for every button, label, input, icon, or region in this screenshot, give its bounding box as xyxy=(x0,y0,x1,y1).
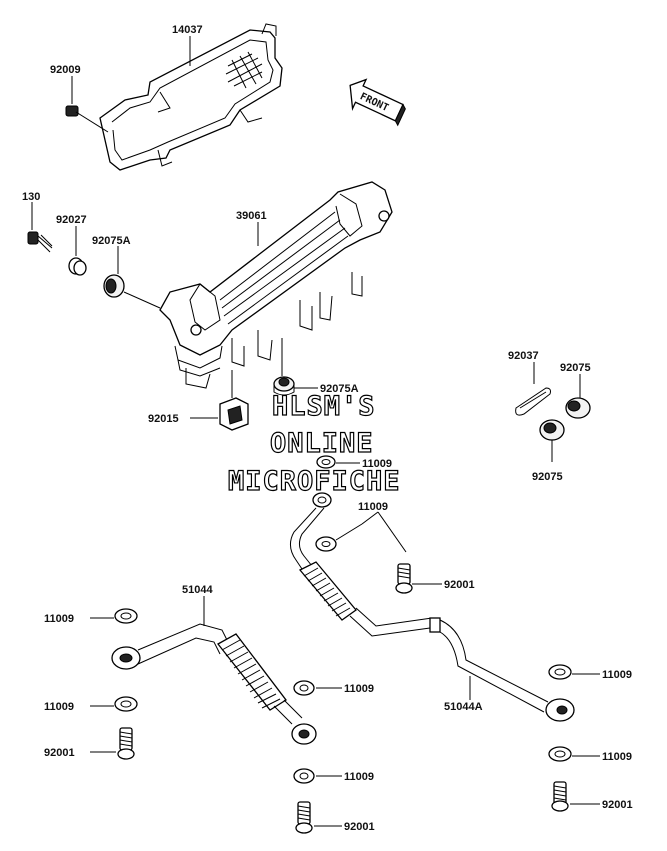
label-92001-3: 92001 xyxy=(344,821,375,833)
part-11009-washer-1[interactable] xyxy=(316,455,336,469)
part-51044-oil-hose[interactable] xyxy=(111,623,317,745)
label-130: 130 xyxy=(22,191,40,203)
part-92075A-grommet-upper[interactable] xyxy=(103,274,125,298)
part-92001-bolt-2[interactable] xyxy=(117,727,135,760)
label-11009-7: 11009 xyxy=(602,669,632,681)
label-51044: 51044 xyxy=(182,584,213,596)
watermark-line-2: ONLINE xyxy=(270,428,374,459)
part-92075-grommet-a[interactable] xyxy=(565,397,591,419)
label-92015: 92015 xyxy=(148,413,179,425)
label-92009: 92009 xyxy=(50,64,81,76)
leader-11009-2b xyxy=(361,511,379,525)
part-92037-clip[interactable] xyxy=(515,387,551,416)
part-39061-oil-cooler[interactable] xyxy=(159,181,393,389)
leader-92075A-to-cooler xyxy=(123,291,161,309)
watermark-line-3: MICROFICHE xyxy=(228,466,401,497)
part-92001-bolt-1[interactable] xyxy=(395,563,413,594)
part-11009-washer-4[interactable] xyxy=(114,696,138,712)
leader-11009-2c xyxy=(377,511,407,553)
part-11009-washer-2[interactable] xyxy=(315,536,337,552)
part-92001-bolt-3[interactable] xyxy=(295,801,313,834)
label-11009-5: 11009 xyxy=(344,683,374,695)
part-92075-grommet-b[interactable] xyxy=(539,419,565,441)
part-92009-screw[interactable] xyxy=(65,105,109,133)
label-11009-8: 11009 xyxy=(602,751,632,763)
part-130-bolt[interactable] xyxy=(27,231,53,253)
label-92075A-lower: 92075A xyxy=(320,383,359,395)
label-39061: 39061 xyxy=(236,210,267,222)
part-11009-washer-7[interactable] xyxy=(548,664,572,680)
label-92027: 92027 xyxy=(56,214,87,226)
part-92027-collar[interactable] xyxy=(68,257,87,276)
front-direction-arrow: FRONT xyxy=(349,78,406,127)
watermark-line-1: HLSM'S xyxy=(272,391,376,422)
label-11009-2: 11009 xyxy=(358,501,388,513)
label-92001-1: 92001 xyxy=(444,579,475,591)
label-51044A: 51044A xyxy=(444,701,483,713)
label-11009-6: 11009 xyxy=(344,771,374,783)
leader-11009-2a xyxy=(335,523,363,541)
label-92001-4: 92001 xyxy=(602,799,633,811)
part-51044A-oil-hose[interactable] xyxy=(290,492,575,722)
label-92075A-upper: 92075A xyxy=(92,235,131,247)
part-14037-cover[interactable] xyxy=(99,23,283,171)
label-11009-1: 11009 xyxy=(362,458,392,470)
label-92075-a: 92075 xyxy=(560,362,591,374)
part-11009-washer-3[interactable] xyxy=(114,608,138,624)
part-11009-washer-5[interactable] xyxy=(293,680,315,696)
part-92015-nut[interactable] xyxy=(219,397,249,431)
label-92037: 92037 xyxy=(508,350,539,362)
label-92001-2: 92001 xyxy=(44,747,75,759)
part-92001-bolt-4[interactable] xyxy=(551,781,569,812)
part-11009-washer-8[interactable] xyxy=(548,746,572,762)
part-11009-washer-6[interactable] xyxy=(293,768,315,784)
label-92075-b: 92075 xyxy=(532,471,563,483)
label-14037: 14037 xyxy=(172,24,203,36)
watermark: HLSM'S ONLINE MICROFICHE xyxy=(227,390,401,497)
label-11009-3: 11009 xyxy=(44,613,74,625)
label-11009-4: 11009 xyxy=(44,701,74,713)
part-92075A-grommet-lower[interactable] xyxy=(273,376,295,396)
